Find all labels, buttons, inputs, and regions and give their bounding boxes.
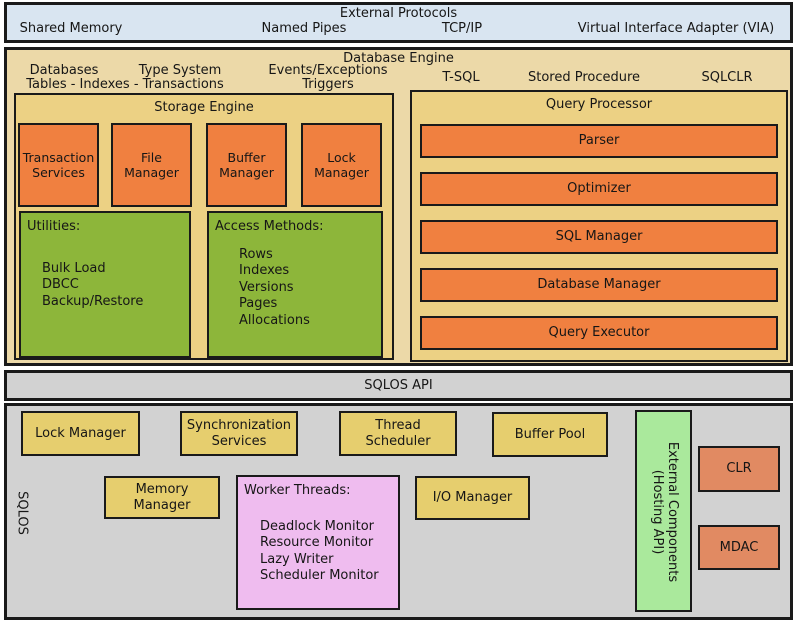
external-components-box: External Components (Hosting API) (635, 410, 692, 612)
worker-threads-box: Worker Threads: Deadlock Monitor Resourc… (236, 475, 400, 610)
storage-engine-title: Storage Engine (154, 100, 254, 115)
synchronization-services-box: Synchronization Services (180, 411, 298, 456)
utilities-list: Bulk Load DBCC Backup/Restore (42, 261, 183, 310)
io-manager-box: I/O Manager (415, 476, 530, 520)
memory-manager-box: Memory Manager (104, 476, 220, 519)
utilities-title: Utilities: (27, 219, 81, 234)
sqlos-api-bar: SQLOS API (4, 370, 793, 401)
access-methods-list: Rows Indexes Versions Pages Allocations (239, 247, 375, 329)
list-item: Versions (239, 279, 294, 295)
header-stored-procedure: Stored Procedure (527, 70, 641, 85)
mdac-box: MDAC (698, 525, 780, 570)
transaction-services-box: Transaction Services (18, 123, 99, 207)
list-item: Bulk Load (42, 261, 106, 276)
parser-box: Parser (420, 124, 778, 158)
protocol-named-pipes: Named Pipes (261, 21, 347, 36)
buffer-pool-box: Buffer Pool (492, 412, 608, 457)
sql-manager-box: SQL Manager (420, 220, 778, 254)
list-item: Allocations (239, 312, 310, 328)
optimizer-box: Optimizer (420, 172, 778, 206)
storage-engine-box: Storage Engine Transaction Services File… (14, 93, 394, 360)
query-processor-title: Query Processor (545, 97, 653, 112)
header-events-exceptions: Events/Exceptions (268, 63, 388, 78)
external-components-label: External Components (Hosting API) (650, 441, 680, 583)
utilities-box: Utilities: Bulk Load DBCC Backup/Restore (19, 211, 191, 358)
list-item: Lazy Writer (260, 551, 334, 567)
sqlos-lock-manager-box: Lock Manager (21, 411, 140, 456)
protocol-via: Virtual Interface Adapter (VIA) (577, 21, 775, 36)
list-item: Scheduler Monitor (260, 568, 379, 584)
clr-box: CLR (698, 446, 780, 492)
database-manager-box: Database Manager (420, 268, 778, 302)
protocol-tcp-ip: TCP/IP (441, 21, 483, 36)
file-manager-box: File Manager (111, 123, 192, 207)
header-tables-indexes-transactions: Tables - Indexes - Transactions (26, 77, 224, 92)
worker-threads-title: Worker Threads: (244, 483, 351, 498)
query-processor-box: Query Processor Parser Optimizer SQL Man… (410, 90, 788, 362)
lock-manager-box: Lock Manager (301, 123, 382, 207)
protocol-shared-memory: Shared Memory (19, 21, 123, 36)
buffer-manager-box: Buffer Manager (206, 123, 287, 207)
list-item: Resource Monitor (260, 535, 374, 551)
list-item: Deadlock Monitor (260, 519, 375, 534)
list-item: DBCC (42, 277, 79, 293)
header-sqlclr: SQLCLR (701, 70, 753, 85)
database-engine-title: Database Engine (343, 51, 454, 66)
sqlos-box: SQLOS Lock Manager Synchronization Servi… (4, 403, 793, 620)
access-methods-box: Access Methods: Rows Indexes Versions Pa… (207, 211, 383, 358)
external-protocols-title: External Protocols (339, 6, 458, 21)
external-protocols-box: External Protocols Shared Memory Named P… (4, 2, 793, 43)
list-item: Indexes (239, 263, 290, 279)
access-methods-title: Access Methods: (215, 219, 324, 234)
header-tsql: T-SQL (442, 70, 480, 85)
list-item: Backup/Restore (42, 293, 144, 309)
list-item: Pages (239, 296, 278, 312)
worker-threads-list: Deadlock Monitor Resource Monitor Lazy W… (260, 519, 392, 585)
thread-scheduler-box: Thread Scheduler (339, 411, 457, 456)
database-engine-box: Database Engine Databases Type System Ta… (4, 47, 793, 366)
header-triggers: Triggers (302, 77, 354, 92)
header-databases: Databases (29, 63, 99, 78)
sqlos-vertical-label: SQLOS (14, 491, 30, 535)
query-executor-box: Query Executor (420, 316, 778, 350)
header-type-system: Type System (138, 63, 222, 78)
list-item: Rows (239, 247, 273, 262)
